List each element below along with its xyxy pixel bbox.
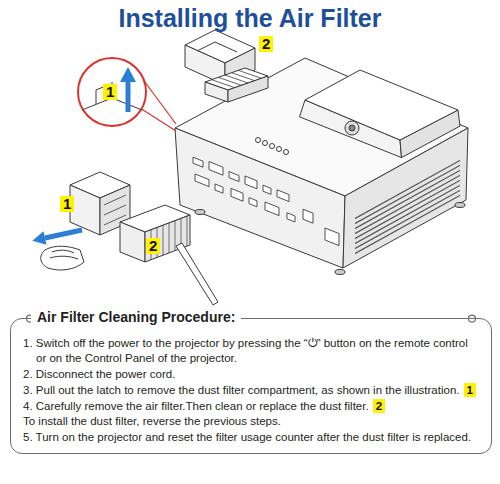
callout-number: 2 [259, 36, 273, 52]
magnifier-circle [78, 58, 146, 126]
arrow-head [32, 231, 46, 245]
vents [355, 160, 460, 253]
lens [345, 121, 359, 135]
procedure-step: 2. Disconnect the power cord. [23, 368, 175, 380]
callout-number: 1 [60, 196, 74, 212]
projector-front [175, 128, 345, 268]
button [270, 144, 275, 149]
latch-detail [82, 82, 142, 110]
port [215, 184, 223, 193]
procedure-step: 5. Turn on the projector and reset the f… [23, 431, 471, 443]
button [284, 150, 289, 155]
procedure-note: To install the dust filter, reverse the … [23, 415, 281, 427]
arrow-shaft [126, 80, 131, 112]
port [245, 176, 257, 189]
filter-face [228, 76, 268, 102]
arrow-shaft [45, 230, 82, 238]
procedure-step: 3. Pull out the latch to remove the dust… [23, 384, 460, 396]
arrow-head [120, 67, 136, 82]
callout-number: 1 [464, 383, 476, 397]
procedure-step: 1. Switch off the power to the projector… [23, 337, 468, 364]
port [263, 185, 271, 194]
filter-face [205, 82, 228, 102]
button [263, 141, 268, 146]
housing-top [305, 70, 458, 140]
finger-lines [50, 250, 78, 259]
port [303, 209, 313, 223]
port [277, 190, 289, 202]
port [195, 174, 209, 187]
filter-top [205, 68, 268, 102]
callout-number: 2 [146, 238, 160, 254]
filter-left [120, 205, 190, 262]
hand [41, 246, 84, 270]
button [277, 147, 282, 152]
magnifier [78, 58, 176, 131]
callout-number: 2 [373, 399, 385, 413]
port [249, 198, 257, 207]
filter-face [120, 222, 145, 262]
compartment-face [70, 185, 100, 235]
foot [335, 270, 345, 275]
ports [193, 155, 339, 245]
projector [175, 58, 468, 275]
port [193, 157, 203, 167]
callout-number: 1 [103, 84, 117, 100]
port [265, 202, 279, 216]
power-socket [325, 228, 339, 246]
foot [455, 203, 465, 208]
compartment-ridge [197, 42, 237, 52]
button [256, 138, 261, 143]
port [231, 188, 243, 201]
filter-pleats [212, 70, 262, 87]
hand-outline [41, 246, 84, 270]
port [229, 172, 239, 182]
procedure-box: Air Filter Cleaning Procedure:1. Switch … [10, 318, 492, 454]
pull-arrow [32, 230, 82, 245]
vent-slats [355, 160, 460, 253]
port [209, 162, 223, 176]
cleaning-brush [176, 243, 218, 305]
section-heading: Air Filter Cleaning Procedure: [37, 309, 235, 325]
lens-core [349, 125, 355, 131]
procedure-step: 4. Carefully remove the air filter.Then … [23, 400, 369, 412]
foot [195, 210, 205, 215]
port [287, 213, 295, 222]
title: Installing the Air Filter [0, 3, 500, 33]
